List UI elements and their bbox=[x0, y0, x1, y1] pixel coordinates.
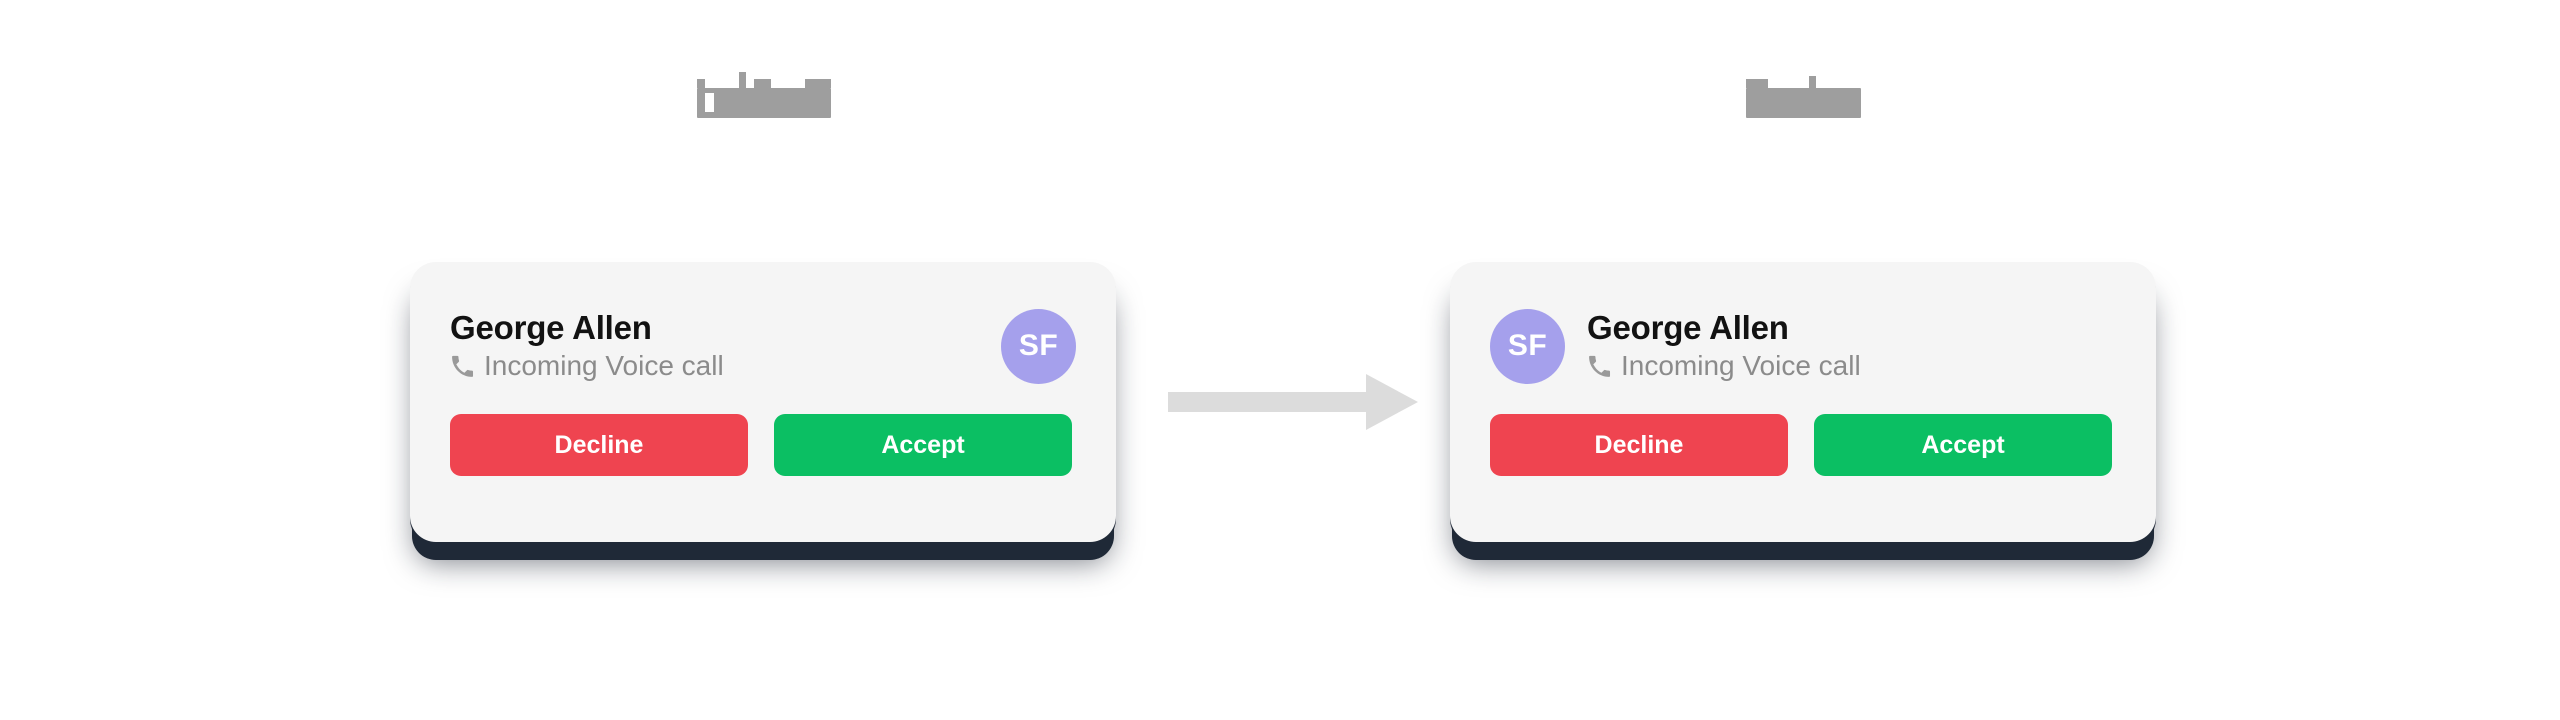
accept-button[interactable]: Accept bbox=[1814, 414, 2112, 476]
call-actions: Decline Accept bbox=[450, 414, 1076, 476]
caption-after-redacted bbox=[1746, 76, 1861, 118]
card-header: George Allen Incoming Voice call SF bbox=[450, 300, 1076, 392]
card-header: SF George Allen Incoming Voice call bbox=[1490, 300, 2116, 392]
decline-button[interactable]: Decline bbox=[450, 414, 748, 476]
call-actions: Decline Accept bbox=[1490, 414, 2116, 476]
caption-before-redacted bbox=[697, 72, 831, 118]
call-status: Incoming Voice call bbox=[450, 351, 724, 382]
call-status-label: Incoming Voice call bbox=[1621, 350, 1861, 382]
call-status: Incoming Voice call bbox=[1587, 351, 1861, 382]
caller-name: George Allen bbox=[1587, 308, 1789, 346]
incoming-call-card-before: George Allen Incoming Voice call SF Decl… bbox=[410, 262, 1116, 542]
caller-identity: George Allen Incoming Voice call bbox=[450, 310, 724, 382]
call-status-label: Incoming Voice call bbox=[484, 350, 724, 382]
redaction-fragment bbox=[754, 79, 771, 88]
avatar: SF bbox=[1490, 308, 1565, 384]
phone-icon bbox=[452, 356, 474, 378]
redaction-fragment bbox=[805, 79, 831, 88]
accept-button[interactable]: Accept bbox=[774, 414, 1072, 476]
redaction-fragment bbox=[705, 93, 714, 112]
decline-button[interactable]: Decline bbox=[1490, 414, 1788, 476]
avatar: SF bbox=[1001, 308, 1076, 384]
incoming-call-card-after: SF George Allen Incoming Voice call Decl… bbox=[1450, 262, 2156, 542]
avatar-initials: SF bbox=[1018, 329, 1059, 362]
avatar-initials: SF bbox=[1507, 329, 1548, 362]
phone-icon bbox=[1589, 356, 1611, 378]
caller-identity: George Allen Incoming Voice call bbox=[1587, 310, 1861, 382]
arrow-right-icon bbox=[1168, 374, 1418, 430]
caller-name: George Allen bbox=[450, 308, 652, 346]
